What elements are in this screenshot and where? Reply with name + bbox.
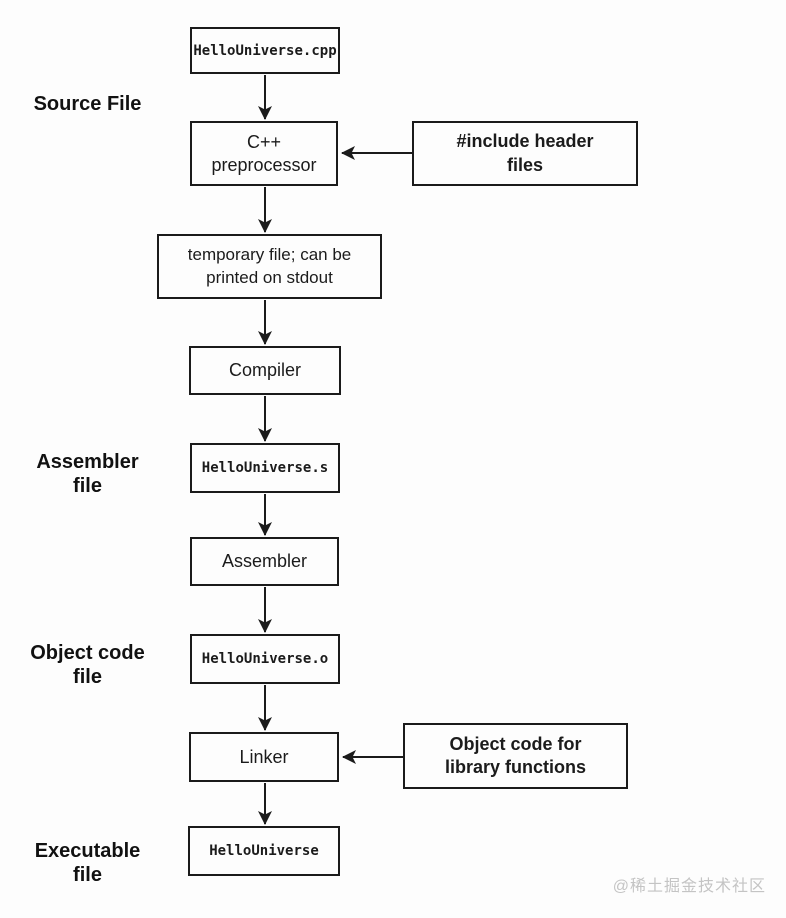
node-temporary-file-box: temporary file; can be printed on stdout: [157, 234, 382, 299]
node-source-file-box: HelloUniverse.cpp: [190, 27, 340, 74]
node-executable-box: HelloUniverse: [188, 826, 340, 876]
node-assembler-box: Assembler: [190, 537, 339, 586]
node-preprocessor-box: C++ preprocessor: [190, 121, 338, 186]
label-source-file: Source File: [33, 93, 142, 115]
watermark-text: @稀土掘金技术社区: [612, 878, 766, 895]
node-include-header-note: #include header files: [412, 121, 638, 186]
node-object-file-box: HelloUniverse.o: [190, 634, 340, 684]
node-library-functions-note: Object code for library functions: [403, 723, 628, 789]
label-executable-file: Executable file: [34, 840, 141, 886]
node-assembler-file-box: HelloUniverse.s: [190, 443, 340, 493]
label-object-code-file: Object code file: [30, 642, 145, 688]
node-compiler-box: Compiler: [189, 346, 341, 395]
node-linker-box: Linker: [189, 732, 339, 782]
label-assembler-file: Assembler file: [36, 451, 139, 497]
